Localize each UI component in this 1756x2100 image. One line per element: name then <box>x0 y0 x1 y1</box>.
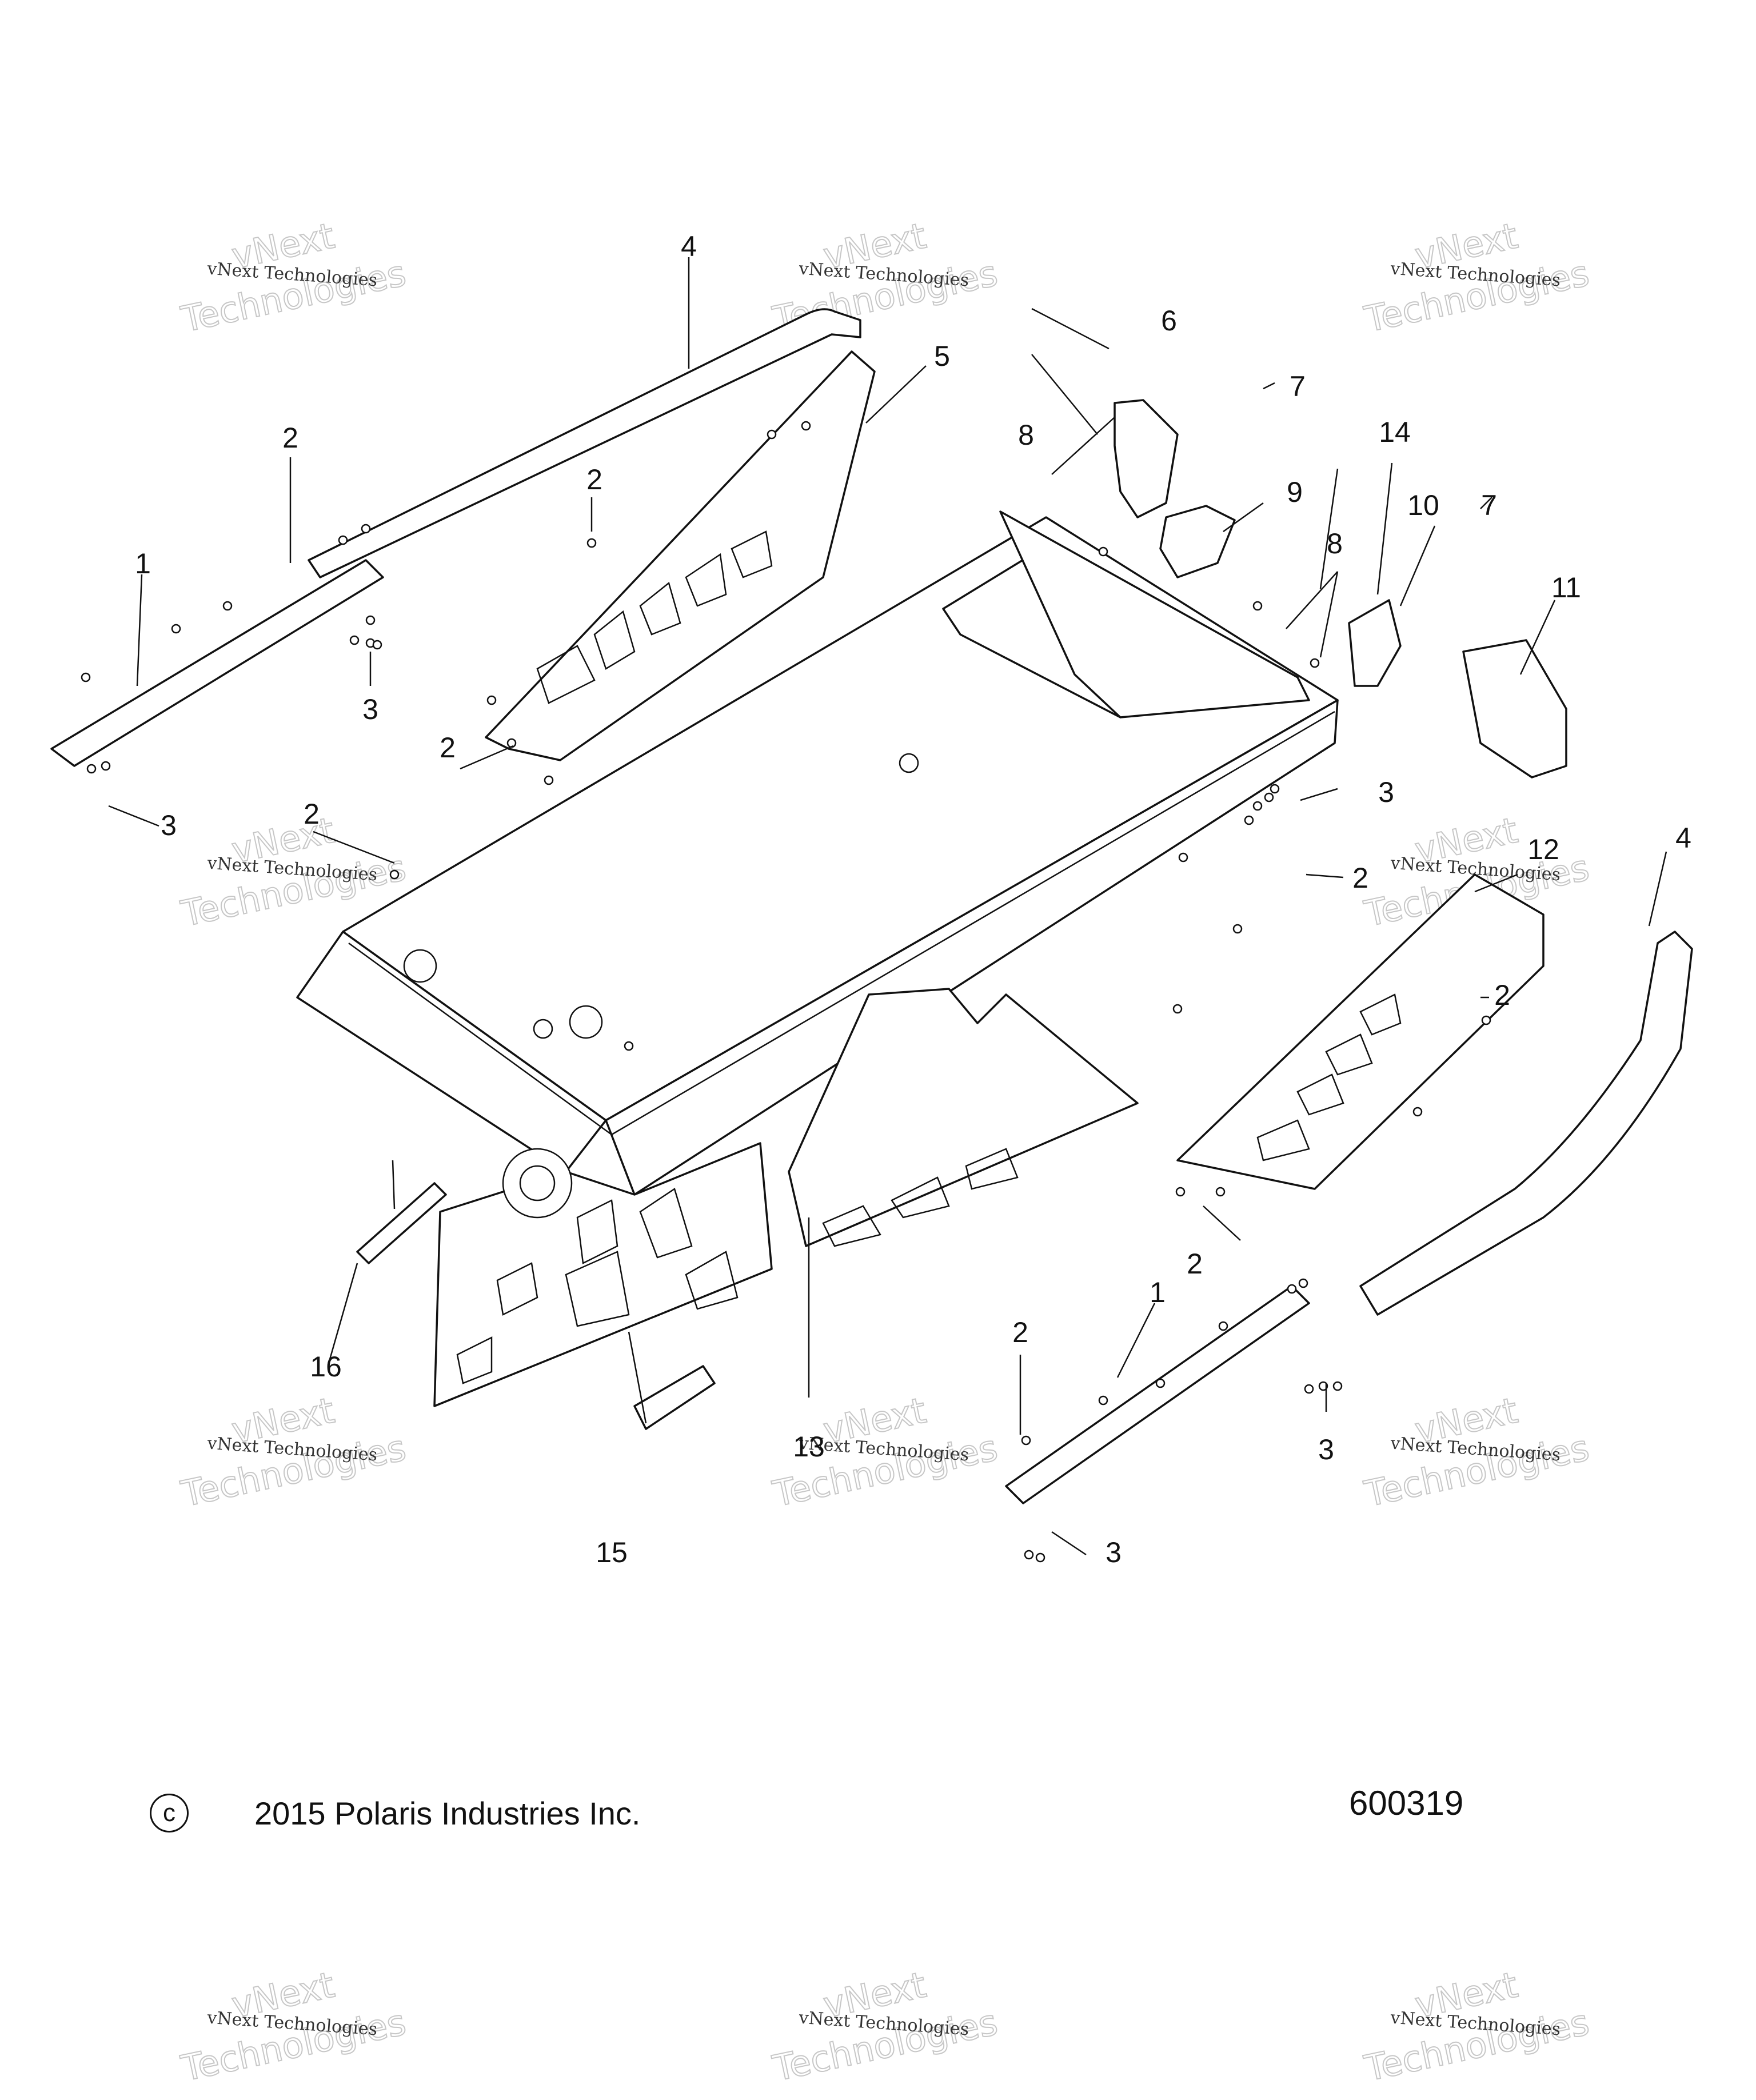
callout-4-upper: 4 <box>681 230 697 262</box>
slide-lower <box>1005 1285 1310 1504</box>
screw-fastener <box>338 535 348 545</box>
callout-1-lower: 1 <box>1150 1276 1166 1308</box>
callout-3-b: 3 <box>161 809 177 841</box>
callout-15: 15 <box>596 1536 628 1568</box>
bracket-15 <box>633 1365 716 1430</box>
screw-fastener <box>1218 1321 1228 1331</box>
screw-fastener <box>1298 1278 1308 1288</box>
callout-16: 16 <box>310 1351 342 1383</box>
screw-fastener <box>801 421 811 431</box>
callout-5: 5 <box>934 340 950 372</box>
screw-fastener <box>1035 1552 1045 1563</box>
callout-2-f: 2 <box>1494 979 1510 1011</box>
leader-lines <box>108 257 1667 1556</box>
callout-3-e: 3 <box>1106 1536 1122 1568</box>
running-board-upper <box>485 350 876 761</box>
screw-fastener <box>1175 1187 1186 1197</box>
screw-fastener <box>486 695 497 705</box>
screw-fastener <box>1098 1395 1108 1406</box>
footrest-13 <box>788 988 1139 1247</box>
screw-fastener <box>86 764 97 774</box>
screw-fastener <box>1264 792 1274 803</box>
callout-7-b: 7 <box>1481 489 1497 521</box>
screw-fastener <box>1021 1435 1031 1446</box>
fasteners <box>81 421 1491 1563</box>
screw-fastener <box>1252 801 1263 811</box>
callout-3-c: 3 <box>1378 776 1394 808</box>
callout-10: 10 <box>1407 489 1439 521</box>
callout-9: 9 <box>1287 476 1303 508</box>
screw-fastener <box>1244 815 1254 825</box>
callout-14: 14 <box>1379 416 1411 448</box>
screw-fastener <box>1252 601 1263 611</box>
callout-2-e: 2 <box>1352 862 1368 894</box>
screw-fastener <box>506 738 517 748</box>
screw-fastener <box>81 672 91 682</box>
screw-fastener <box>171 624 181 634</box>
figure-id: 600319 <box>1349 1784 1464 1822</box>
slide-upper <box>50 559 384 767</box>
screw-fastener <box>1412 1107 1423 1117</box>
screw-fastener <box>1215 1187 1226 1197</box>
callout-13: 13 <box>793 1431 825 1463</box>
screw-fastener <box>1270 784 1280 794</box>
callout-2-c: 2 <box>440 732 456 764</box>
callout-4-lower: 4 <box>1675 822 1691 854</box>
screw-fastener <box>1155 1378 1166 1388</box>
screw-fastener <box>1304 1384 1314 1394</box>
bracket-16 <box>356 1182 447 1264</box>
screw-fastener <box>1098 546 1108 557</box>
copyright-symbol: c <box>150 1794 189 1832</box>
callout-2-h: 2 <box>1012 1316 1028 1348</box>
callout-8-a: 8 <box>1018 419 1034 451</box>
screw-fastener <box>349 635 360 645</box>
screw-fastener <box>1178 852 1188 863</box>
callout-1-upper: 1 <box>135 548 151 580</box>
screw-fastener <box>1232 924 1243 934</box>
screw-fastener <box>586 538 597 548</box>
screw-fastener <box>389 869 400 880</box>
screw-fastener <box>1172 1004 1183 1014</box>
brackets <box>1114 399 1567 778</box>
callout-6: 6 <box>1161 305 1177 337</box>
screw-fastener <box>1287 1284 1297 1294</box>
screw-fastener <box>101 761 111 771</box>
screw-fastener <box>372 640 382 650</box>
callout-8-b: 8 <box>1327 528 1343 560</box>
screw-fastener <box>365 615 376 625</box>
callout-labels: 4 5 2 1 3 2 6 7 8 9 14 10 7 8 11 2 3 2 3… <box>135 230 1691 1568</box>
copyright-text: 2015 Polaris Industries Inc. <box>254 1795 641 1831</box>
rail-lower <box>1359 931 1693 1316</box>
callout-2-a: 2 <box>282 422 298 454</box>
screw-fastener <box>1310 658 1320 668</box>
callout-11: 11 <box>1551 572 1581 604</box>
screw-fastener <box>1332 1381 1343 1391</box>
screw-fastener <box>544 775 554 785</box>
screw-fastener <box>1481 1015 1491 1025</box>
callout-7-a: 7 <box>1290 370 1306 402</box>
screw-fastener <box>222 601 233 611</box>
screw-fastener <box>361 524 371 534</box>
screw-fastener <box>767 429 777 440</box>
running-board-lower <box>1176 873 1545 1190</box>
tunnel <box>296 510 1339 1407</box>
screw-fastener <box>1318 1381 1328 1391</box>
callout-3-a: 3 <box>362 693 378 725</box>
callout-2-d: 2 <box>304 798 320 830</box>
callout-2-g: 2 <box>1187 1248 1203 1280</box>
callout-3-d: 3 <box>1318 1434 1334 1466</box>
rail-upper <box>308 308 861 578</box>
callout-2-b: 2 <box>586 464 602 496</box>
callout-12: 12 <box>1527 833 1559 865</box>
screw-fastener <box>1024 1550 1034 1560</box>
screw-fastener <box>624 1041 634 1051</box>
